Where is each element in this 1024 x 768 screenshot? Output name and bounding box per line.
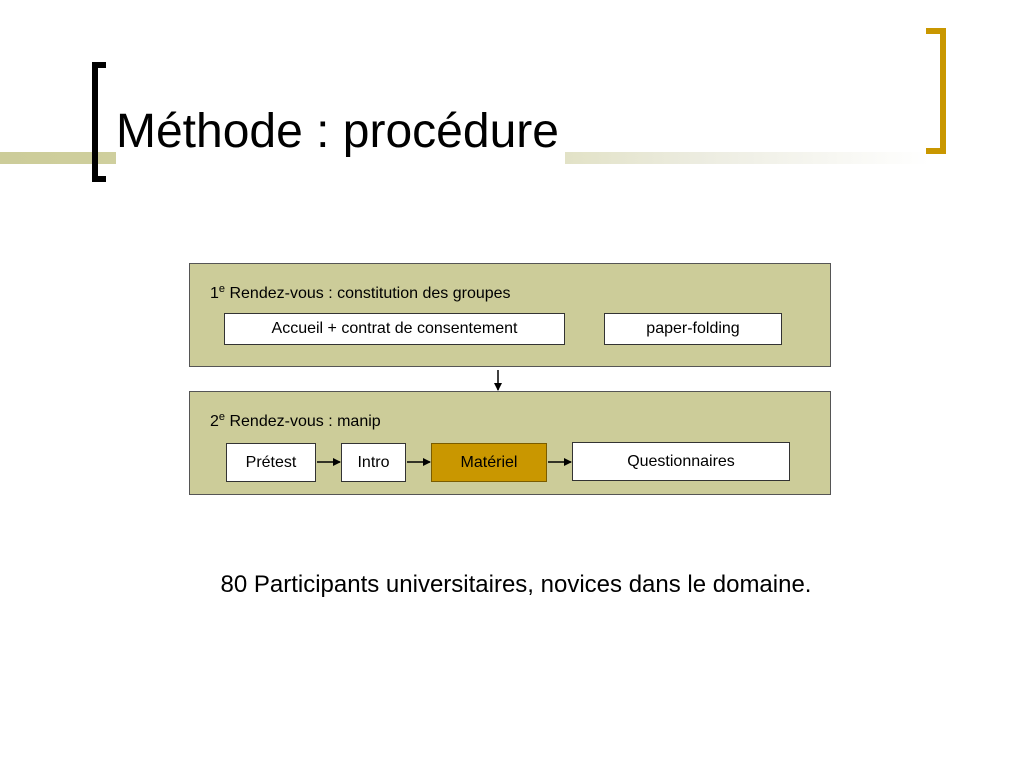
step-intro: Intro [341, 443, 406, 482]
page-title: Méthode : procédure [116, 100, 565, 164]
label-number: 1 [210, 285, 219, 302]
label-text: Rendez-vous : manip [225, 413, 381, 430]
label-number: 2 [210, 413, 219, 430]
step-paper-folding: paper-folding [604, 313, 782, 345]
group-first-appointment-label: 1e Rendez-vous : constitution des groupe… [210, 284, 511, 304]
label-text: Rendez-vous : constitution des groupes [225, 285, 511, 302]
label-superscript: e [218, 411, 226, 423]
left-bracket-decoration [92, 62, 106, 182]
step-pretest: Prétest [226, 443, 316, 482]
label-superscript: e [218, 283, 226, 295]
participants-summary: 80 Participants universitaires, novices … [220, 571, 812, 598]
step-materiel: Matériel [431, 443, 547, 482]
step-accueil-consentement: Accueil + contrat de consentement [224, 313, 565, 345]
step-questionnaires: Questionnaires [572, 442, 790, 481]
group-second-appointment-label: 2e Rendez-vous : manip [210, 412, 381, 432]
right-bracket-decoration [926, 28, 946, 154]
